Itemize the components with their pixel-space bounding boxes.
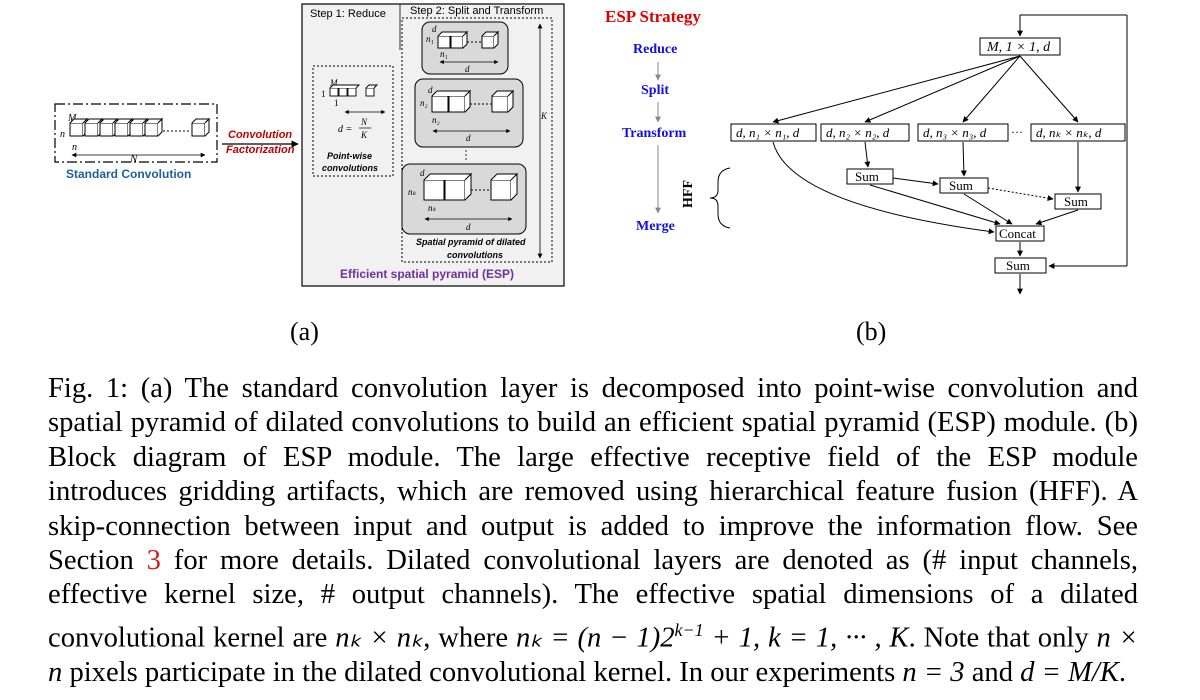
g3-d-bottom: d: [466, 222, 471, 232]
pyramid-line2: convolutions: [447, 250, 503, 260]
pyramid-line1: Spatial pyramid of dilated: [416, 237, 526, 247]
branch-3-label: d, n₃ × n₃, d: [923, 125, 987, 140]
conv-fact-line1: Convolution: [228, 129, 292, 141]
s2-K: K: [540, 111, 548, 121]
s1-one: 1: [321, 89, 326, 99]
caption-math-5: n = 3: [902, 656, 965, 688]
caption-p7: .: [1118, 656, 1127, 688]
step1-label: Step 1: Reduce: [310, 8, 386, 20]
hff-brace: [709, 167, 731, 229]
panel-b: ESP Strategy Reduce Split Transform Merg…: [605, 7, 1128, 346]
pointwise-line1: Point-wise: [327, 151, 372, 161]
branch-1: [730, 123, 817, 142]
step-reduce: Reduce: [633, 42, 677, 57]
pointwise-line2: convolutions: [322, 163, 378, 173]
std-cubes: [69, 117, 211, 137]
g1-n1: n₁: [426, 34, 434, 44]
caption-p4: . Note that only: [908, 622, 1097, 654]
caption-p5: pixels participate in the dilated convol…: [62, 656, 903, 688]
caption-p3: , where: [423, 622, 516, 654]
s1-M: M: [329, 78, 338, 88]
standard-conv-label: Standard Convolution: [66, 167, 191, 181]
g2-d-bottom: d: [466, 133, 471, 143]
g2-d: d: [428, 85, 433, 95]
g2-n2b: n₂: [432, 115, 440, 125]
std-n: n: [60, 129, 65, 140]
final-sum-label: Sum: [1006, 258, 1030, 273]
concat-label: Concat: [999, 226, 1036, 241]
panel-a: M n n N Standard Convolution Convolution…: [54, 3, 565, 346]
s1-d-eq: d =: [338, 124, 352, 135]
branch-2: [820, 123, 910, 142]
std-M: M: [67, 113, 77, 124]
figure-caption: Fig. 1: (a) The standard convolution lay…: [48, 372, 1138, 690]
sum-k-label: Sum: [1064, 194, 1088, 209]
hff-label: HFF: [681, 180, 696, 208]
conv-fact-line2: Factorization: [226, 144, 295, 156]
concat-box: [995, 225, 1045, 242]
step2-box: [401, 17, 553, 263]
g3-nKb: nₖ: [428, 203, 437, 213]
g2-n2: n₂: [420, 98, 428, 108]
figure: M n n N Standard Convolution Convolution…: [54, 3, 1128, 346]
caption-p6: and: [964, 656, 1021, 688]
step1-box: [312, 65, 394, 177]
esp-label: Efficient spatial pyramid (ESP): [340, 267, 514, 281]
step-transform: Transform: [622, 126, 687, 141]
std-n-bottom: n: [72, 142, 77, 153]
sum-1-label: Sum: [855, 169, 879, 184]
caption-math-1: nₖ × nₖ: [335, 622, 424, 654]
caption-p1: Fig. 1: (a) The standard convolution lay…: [48, 373, 1138, 577]
sum-k: [1054, 193, 1102, 210]
section-ref-link[interactable]: 3: [146, 545, 161, 577]
sum-2: [939, 177, 989, 194]
caption-math-4: n × n: [48, 622, 1139, 688]
s1-one-b: 1: [334, 98, 339, 108]
branch-k-label: d, nₖ × nₖ, d: [1036, 125, 1102, 140]
caption-p2: for more details. Dilated convolutional …: [48, 545, 1138, 654]
g3-nK: nₖ: [408, 187, 417, 197]
branch-k: [1030, 123, 1126, 142]
standard-conv-box: [54, 103, 218, 163]
step-split: Split: [641, 83, 669, 98]
g1-d-bottom: d: [465, 64, 470, 74]
sum-1: [846, 168, 894, 185]
branch-1-label: d, n₁ × n₁, d: [736, 125, 800, 140]
strategy-title: ESP Strategy: [605, 7, 701, 26]
panel-b-label: (b): [856, 317, 886, 346]
branch-3: [917, 123, 1009, 142]
s1-frac-den: K: [360, 130, 368, 140]
caption-math-3: + 1, k = 1, ··· , K: [703, 622, 909, 654]
g3-d: d: [420, 168, 425, 178]
final-sum-box: [994, 257, 1047, 274]
caption-math-6: d = M/K: [1020, 656, 1119, 688]
std-N: N: [129, 153, 138, 165]
branch-2-label: d, n₂ × n₂, d: [826, 125, 890, 140]
g1-n1b: n₁: [440, 49, 448, 59]
top-box-label: M, 1 × 1, d: [986, 40, 1051, 55]
caption-math-2: nₖ = (n − 1)2: [516, 622, 675, 654]
top-box: [979, 37, 1061, 56]
s1-frac-num: N: [360, 117, 368, 127]
step-merge: Merge: [636, 219, 675, 234]
step2-label: Step 2: Split and Transform: [410, 5, 543, 17]
sum-2-label: Sum: [949, 178, 973, 193]
g1-d: d: [432, 24, 437, 34]
branch-ellipsis: ···: [1011, 125, 1023, 139]
panel-a-label: (a): [290, 317, 319, 346]
caption-math-2-sup: k−1: [674, 619, 704, 640]
